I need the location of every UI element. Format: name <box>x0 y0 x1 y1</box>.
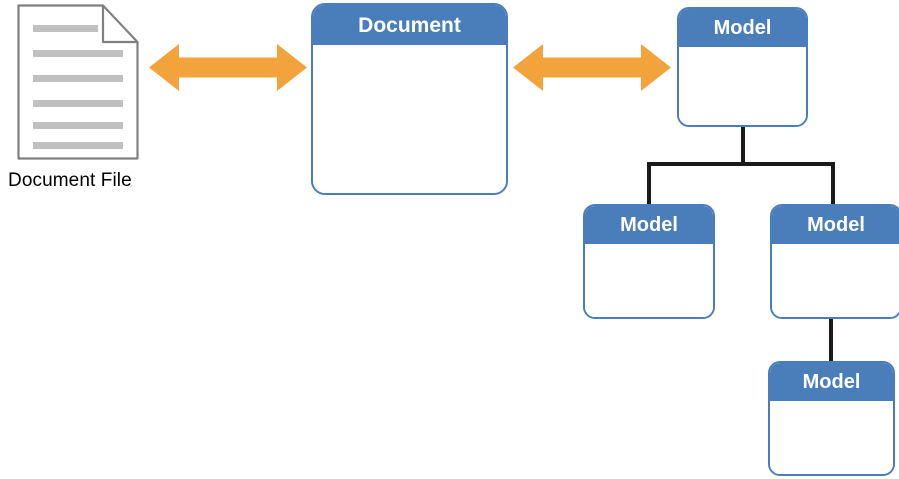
node-model-right-body[interactable] <box>772 246 899 317</box>
node-model-left[interactable]: Model <box>583 204 715 319</box>
connector-root-stem <box>741 126 745 165</box>
double-arrow-shape <box>513 44 671 91</box>
connector-right-drop <box>831 162 835 206</box>
document-text-lines <box>33 25 123 149</box>
node-document-title: Document <box>313 5 506 47</box>
node-model-right-title: Model <box>772 206 899 246</box>
document-file-icon[interactable] <box>17 4 139 160</box>
node-model-grandchild[interactable]: Model <box>768 361 895 476</box>
document-file-caption: Document File <box>8 170 132 191</box>
node-model-root-body[interactable] <box>679 49 806 125</box>
connector-grandchild-drop <box>829 318 833 363</box>
node-model-root[interactable]: Model <box>677 7 808 127</box>
node-model-grandchild-body[interactable] <box>770 403 893 474</box>
node-model-root-title: Model <box>679 9 806 49</box>
document-fold-corner <box>101 5 138 44</box>
node-document-body[interactable] <box>313 47 506 193</box>
node-model-right[interactable]: Model <box>770 204 899 319</box>
node-model-left-title: Model <box>585 206 713 246</box>
arrow-document-to-model[interactable] <box>513 44 671 91</box>
connector-branch-bar <box>647 162 835 166</box>
node-model-left-body[interactable] <box>585 246 713 317</box>
double-arrow-shape <box>149 44 307 91</box>
node-model-grandchild-title: Model <box>770 363 893 403</box>
node-document[interactable]: Document <box>311 3 508 195</box>
connector-left-drop <box>647 162 651 206</box>
arrow-file-to-document[interactable] <box>149 44 307 91</box>
